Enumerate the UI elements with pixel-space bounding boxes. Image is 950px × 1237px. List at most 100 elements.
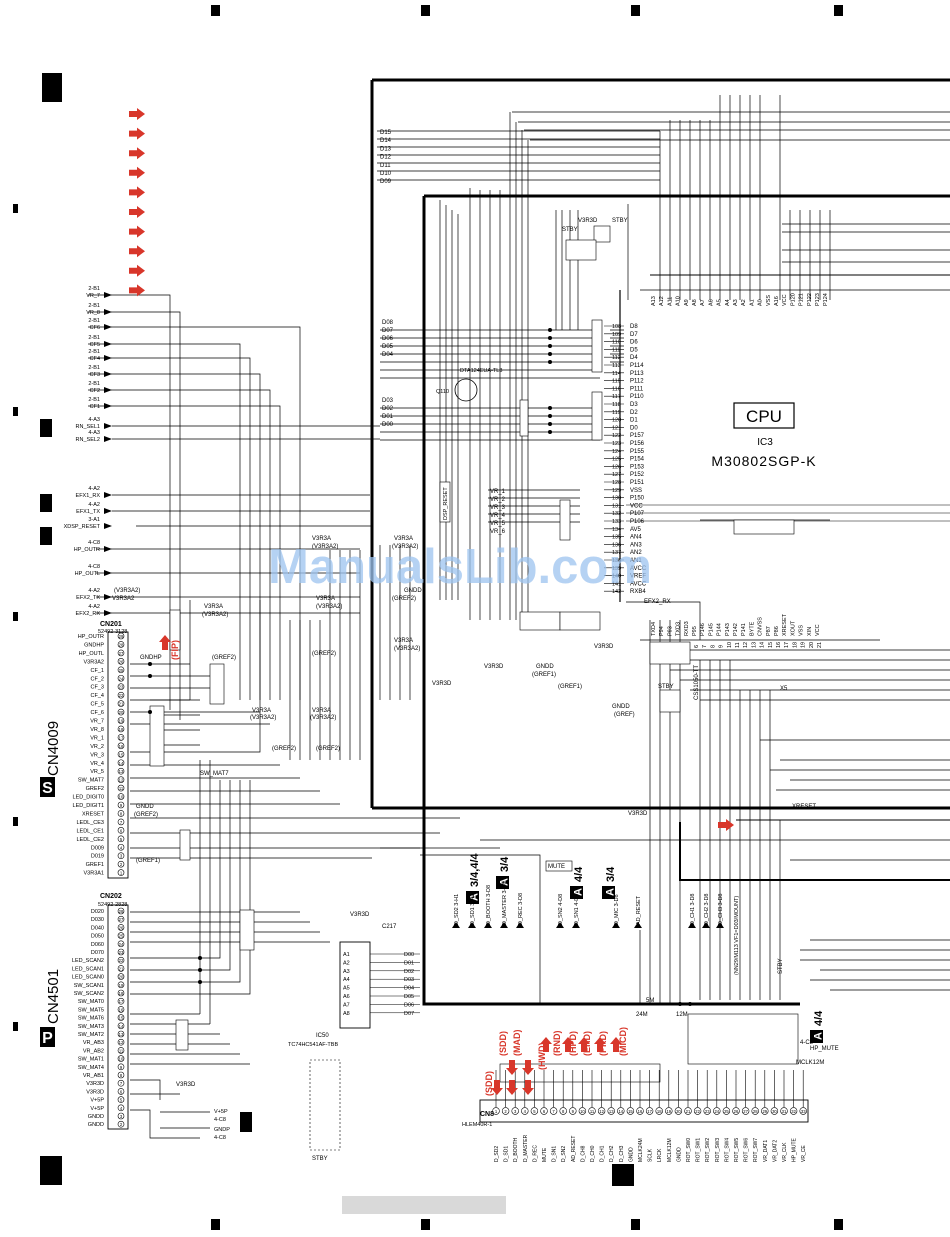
bus-lines	[370, 78, 950, 1006]
cn-s-pad	[117, 827, 125, 834]
cpu-left-num: 132	[612, 511, 621, 517]
registration-marks	[13, 5, 843, 1230]
svg-text:HP_MUTE: HP_MUTE	[810, 1046, 839, 1052]
cn-n-pad	[703, 1107, 711, 1115]
cn-n-pad	[569, 1107, 577, 1115]
svg-text:(V3R3A2): (V3R3A2)	[114, 588, 140, 594]
cpu-left-pin: P152	[630, 472, 645, 478]
cn-p-pad	[117, 1104, 125, 1112]
page-ref-letter: A	[499, 878, 511, 886]
cn-n-pin: MCLK12M	[667, 1138, 673, 1162]
addr-bus-label: A10	[676, 296, 682, 306]
vr-line-label: VR_5	[490, 521, 506, 527]
nc-ref-marker	[452, 922, 460, 928]
cn-n-num: 18	[657, 1109, 662, 1114]
ic50-in-pin: A7	[343, 1002, 350, 1008]
cn-n-pad	[665, 1107, 673, 1115]
cn-s-pin: GREF1	[86, 862, 104, 868]
cpu-left-pin: D8	[630, 324, 638, 330]
svg-text:V3R3A: V3R3A	[252, 708, 271, 714]
cn-p-pad	[117, 1071, 125, 1079]
cn-s-num: 21	[119, 702, 124, 707]
cn-n-pin: D_SN2	[561, 1146, 567, 1162]
left-signal-ref: 2-B1	[88, 349, 100, 355]
cn-s-num: 25	[119, 668, 124, 673]
left-signal-ref: 4-A3	[88, 417, 100, 423]
cpu-bottom-pin: P145	[708, 623, 714, 636]
cpu-left-pin: D1	[630, 418, 638, 424]
cn-s-pin: LED_DIGIT0	[73, 795, 104, 801]
cpu-bottom-num: 17	[784, 642, 790, 648]
page-ref-box	[570, 886, 583, 899]
addr-bus-label: P121	[799, 293, 805, 306]
cpu-left-pin: P114	[630, 363, 644, 369]
addr-bus-label: VSS	[766, 295, 772, 306]
svg-text:(GREF2): (GREF2)	[212, 655, 236, 661]
svg-text:GNDP: GNDP	[214, 1127, 230, 1133]
cn-p-num: 12	[119, 1040, 124, 1045]
cpu-left-num: 137	[612, 550, 621, 556]
data-bus-label: D12	[380, 155, 392, 161]
left-signal-name: EFX1_TX	[76, 509, 100, 515]
cn-p-pin: LED_SCAN2	[72, 958, 104, 964]
cn-n-pad	[626, 1107, 635, 1115]
svg-text:(GREF2): (GREF2)	[134, 812, 158, 818]
cn-n-num: 14	[618, 1109, 623, 1114]
cn-p-num: 2	[120, 1122, 123, 1127]
nc-ref-label: D_SN1 4-D8	[574, 894, 580, 925]
svg-text:V3R3D: V3R3D	[484, 664, 504, 670]
cn-s-pin: CF_5	[91, 702, 104, 708]
cpu-left-pin: D5	[630, 347, 638, 353]
cpu-bottom-num: 21	[817, 642, 823, 648]
svg-text:MCLK12M: MCLK12M	[796, 1060, 824, 1066]
left-signal-ref: 2-B1	[88, 286, 100, 292]
cn-p-pin: D020	[91, 909, 104, 915]
cn-p-pad	[117, 948, 125, 956]
cpu-bottom-pin: BYTE	[749, 621, 755, 636]
left-signal-name: RN_SEL2	[76, 437, 100, 443]
left-signal-arrow	[104, 508, 112, 514]
cn-p-num: 4	[120, 1106, 123, 1111]
page-ref-text: 3/4	[605, 866, 617, 882]
nc-ref-label: D_MASTER 3-D8	[502, 882, 508, 925]
svg-text:V3R3A: V3R3A	[316, 596, 335, 602]
addr-bus-label: A2	[741, 299, 747, 306]
cn-p-pin: V+5P	[90, 1106, 104, 1112]
cn-s-pad	[117, 632, 125, 640]
cpu-bottom-num: 18	[792, 642, 798, 648]
cpu-left-pin: AN1	[630, 558, 642, 564]
left-signal-name: CF3	[90, 372, 100, 378]
cn-n-num: 17	[647, 1109, 652, 1114]
cpu-bottom-num: 8	[710, 645, 716, 648]
svg-text:V+5P: V+5P	[214, 1109, 228, 1115]
cn-n-num: 33	[801, 1109, 806, 1114]
cn-p-pad	[117, 924, 125, 931]
addr-bus-label: A13	[651, 296, 657, 306]
svg-text:52492-2828: 52492-2828	[98, 902, 127, 908]
cpu-left-num: 123	[612, 441, 621, 447]
cpu-left-pin: VSS	[630, 488, 642, 494]
cn-p-pin: SW_SCAN1	[74, 983, 104, 989]
cpu-bottom-pin: P94	[659, 626, 665, 636]
cn-s-pad	[117, 810, 125, 817]
cn-p-pin: VR_AB1	[83, 1073, 104, 1079]
cn-n-pin: SCLK	[648, 1148, 654, 1162]
cn-s-pin: GNDHP	[84, 642, 104, 648]
page-ref-box	[602, 886, 615, 899]
cn-n-num: 10	[580, 1109, 585, 1114]
cn-n-pad	[770, 1107, 779, 1115]
cpu-left-pin: P154	[630, 457, 645, 463]
cpu-left-num: 111	[612, 347, 620, 353]
red-arrow	[718, 819, 734, 831]
svg-text:V3R3D: V3R3D	[628, 811, 648, 817]
cpu-bottom-num: 6	[694, 645, 700, 648]
cpu-left-pin: AVCC	[630, 566, 647, 572]
cpu-bottom-pin: P146	[700, 623, 706, 636]
nc-ref-label: D_REC 3-D8	[518, 893, 524, 925]
cn-s-pin: HP_OUTL	[79, 651, 104, 657]
cpu-left-pin: P153	[630, 464, 645, 470]
cpu-left-num: 142	[612, 589, 621, 595]
cn-s-pad	[117, 666, 125, 674]
nc-ref-label: D_CH1 3-D8	[690, 894, 696, 925]
svg-text:V3R3D: V3R3D	[578, 218, 598, 224]
